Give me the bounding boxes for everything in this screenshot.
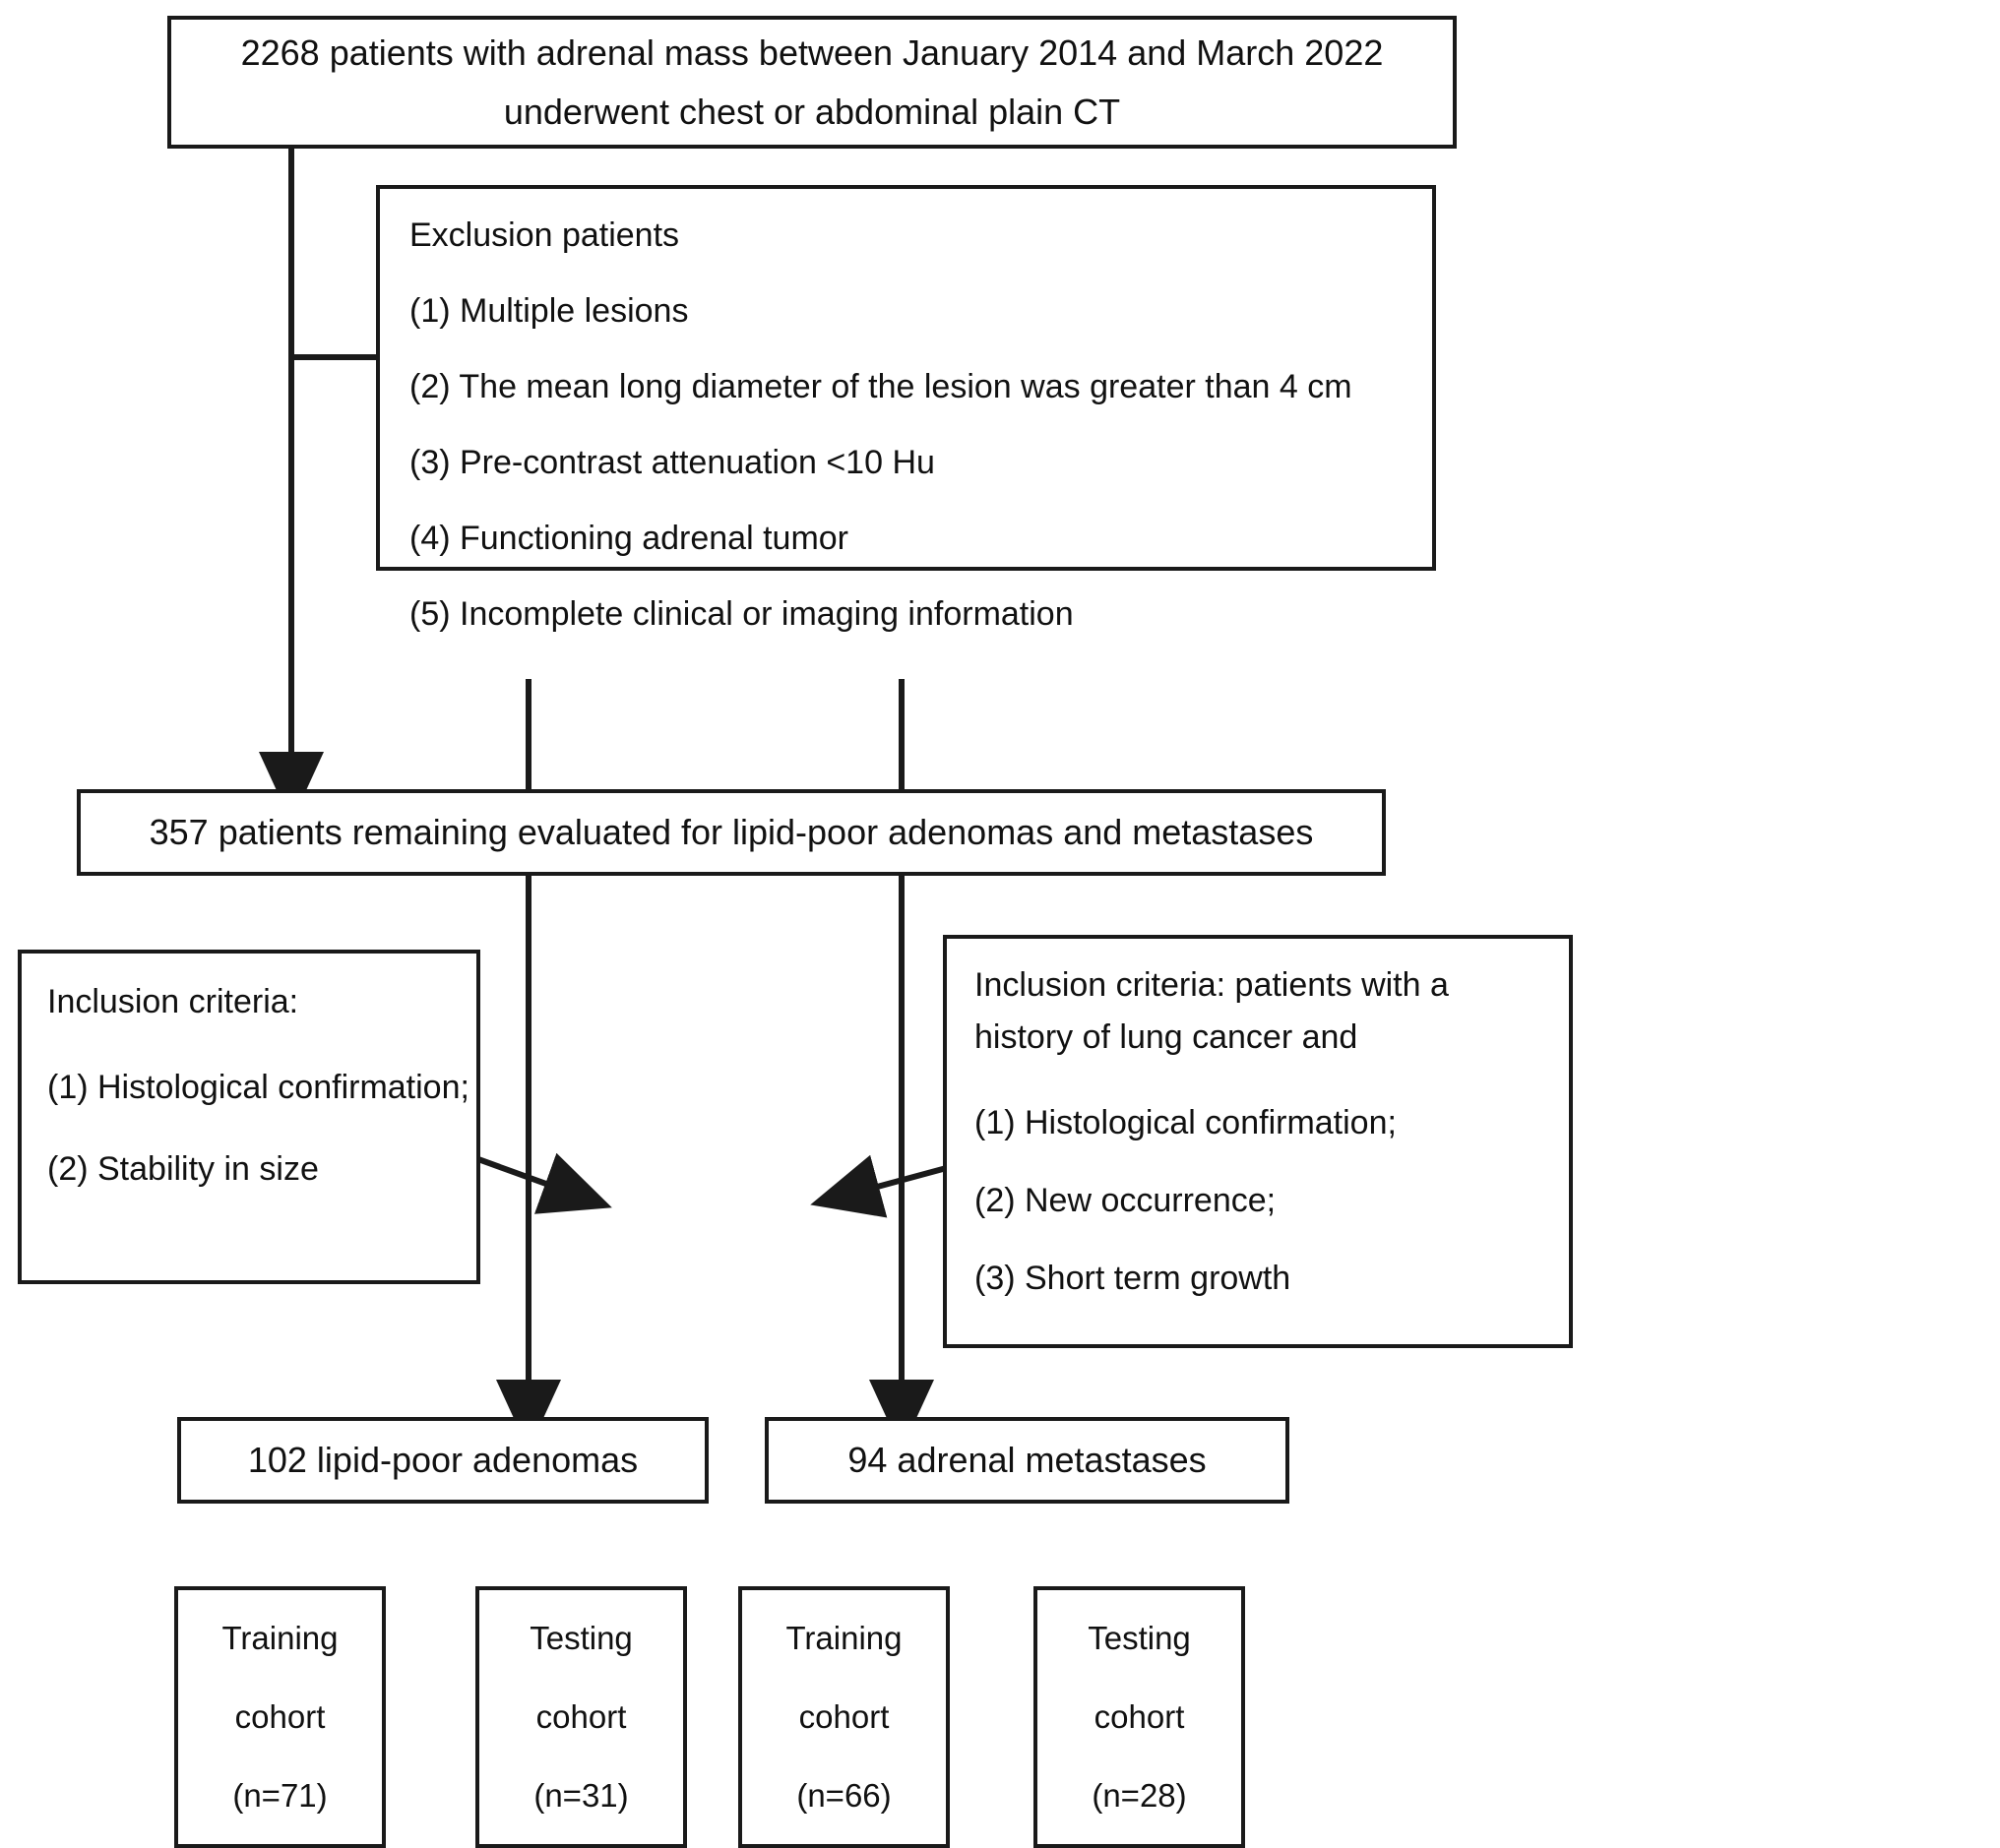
inclusion-right-item-2: (2) New occurrence; xyxy=(974,1182,1277,1219)
enrollment-line-1: 2268 patients with adrenal mass between … xyxy=(240,31,1384,73)
cohort-1-line-2: cohort xyxy=(535,1698,627,1735)
cohort-1-line-3: (n=31) xyxy=(533,1777,629,1814)
node-cohort-adenoma-training: Training cohort (n=71) xyxy=(174,1586,386,1848)
node-inclusion-criteria-left: Inclusion criteria: (1) Histological con… xyxy=(18,950,480,1284)
inclusion-left-item-2: (2) Stability in size xyxy=(47,1150,319,1188)
inclusion-left-heading: Inclusion criteria: xyxy=(47,983,299,1020)
node-inclusion-criteria-right: Inclusion criteria: patients with a hist… xyxy=(943,935,1573,1348)
node-cohort-metastasis-training: Training cohort (n=66) xyxy=(738,1586,950,1848)
enrollment-line-2: underwent chest or abdominal plain CT xyxy=(503,91,1121,132)
exclusion-item-4: (4) Functioning adrenal tumor xyxy=(409,520,849,557)
node-remaining-patients: 357 patients remaining evaluated for lip… xyxy=(77,789,1386,876)
inclusion-right-heading-line-2: history of lung cancer and xyxy=(974,1018,1358,1056)
metastases-text: 94 adrenal metastases xyxy=(847,1440,1207,1480)
cohort-2-line-2: cohort xyxy=(798,1698,890,1735)
node-cohort-adenoma-testing: Testing cohort (n=31) xyxy=(475,1586,687,1848)
cohort-2-line-1: Training xyxy=(785,1620,903,1656)
adenomas-text: 102 lipid-poor adenomas xyxy=(247,1440,639,1480)
cohort-3-line-1: Testing xyxy=(1088,1620,1191,1656)
node-enrollment: 2268 patients with adrenal mass between … xyxy=(167,16,1457,149)
node-cohort-metastasis-testing: Testing cohort (n=28) xyxy=(1033,1586,1245,1848)
cohort-0-line-3: (n=71) xyxy=(232,1777,328,1814)
inclusion-left-item-1: (1) Histological confirmation; xyxy=(47,1069,469,1106)
inclusion-right-item-3: (3) Short term growth xyxy=(974,1260,1291,1297)
exclusion-heading: Exclusion patients xyxy=(409,216,680,254)
cohort-0-line-2: cohort xyxy=(234,1698,326,1735)
cohort-0-line-1: Training xyxy=(221,1620,339,1656)
cohort-3-line-2: cohort xyxy=(1094,1698,1185,1735)
node-lipid-poor-adenomas: 102 lipid-poor adenomas xyxy=(177,1417,709,1504)
exclusion-item-2: (2) The mean long diameter of the lesion… xyxy=(409,368,1352,405)
cohort-2-line-3: (n=66) xyxy=(796,1777,892,1814)
inclusion-right-heading-line-1: Inclusion criteria: patients with a xyxy=(974,966,1449,1004)
exclusion-item-3: (3) Pre-contrast attenuation <10 Hu xyxy=(409,444,935,481)
cohort-3-line-3: (n=28) xyxy=(1092,1777,1187,1814)
inclusion-right-item-1: (1) Histological confirmation; xyxy=(974,1104,1397,1141)
cohort-1-line-1: Testing xyxy=(530,1620,633,1656)
exclusion-item-5: (5) Incomplete clinical or imaging infor… xyxy=(409,595,1074,633)
node-exclusion-criteria: Exclusion patients (1) Multiple lesions … xyxy=(376,185,1436,633)
exclusion-item-1: (1) Multiple lesions xyxy=(409,292,689,330)
remaining-text: 357 patients remaining evaluated for lip… xyxy=(149,812,1314,852)
node-adrenal-metastases: 94 adrenal metastases xyxy=(765,1417,1289,1504)
